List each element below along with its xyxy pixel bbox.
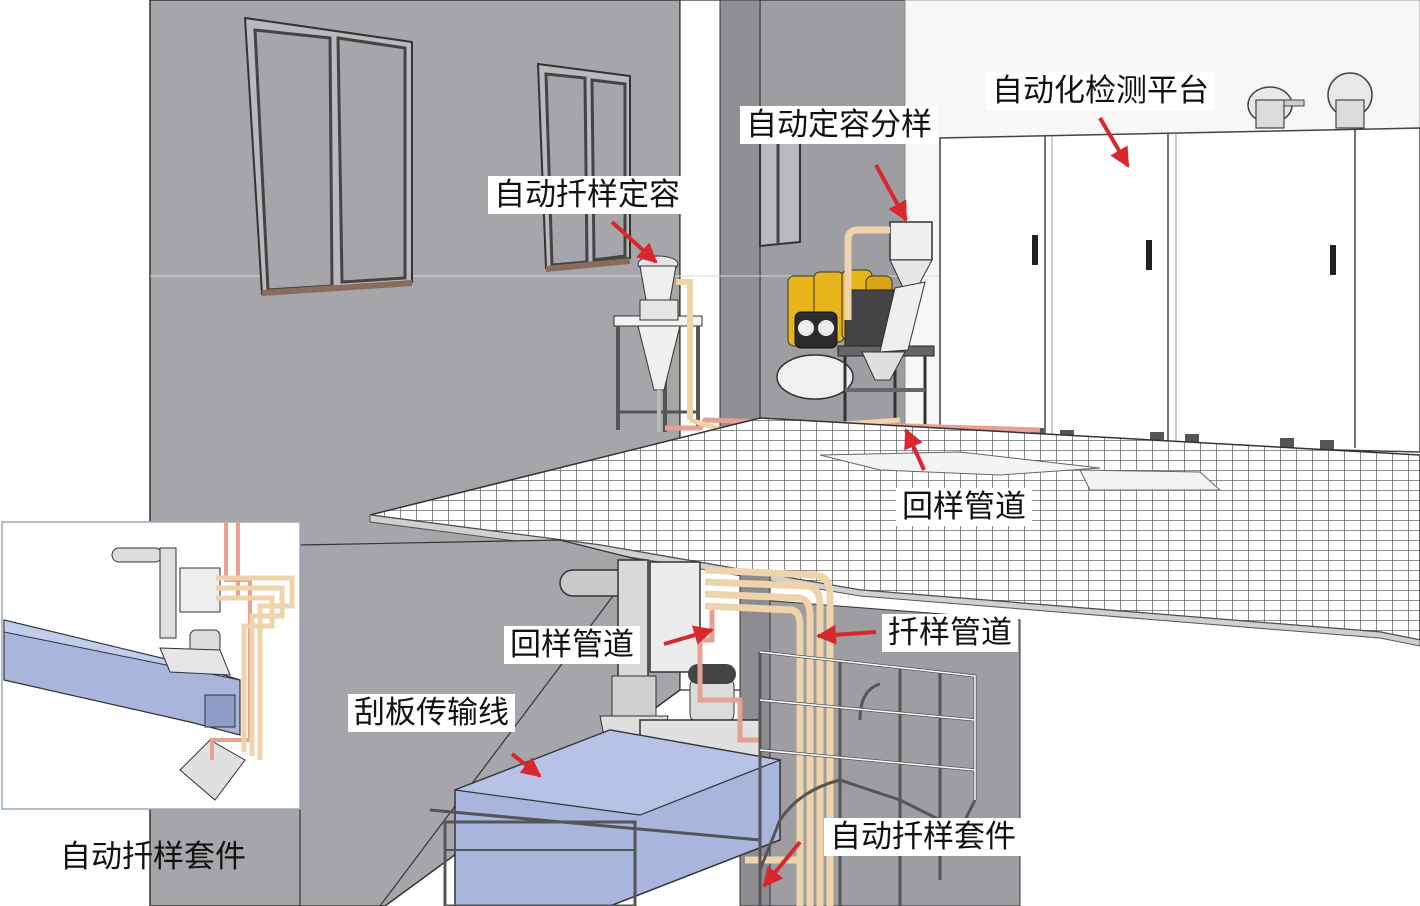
label-detection-platform: 自动化检测平台 — [986, 72, 1215, 110]
label-return-pipe-middle: 回样管道 — [504, 626, 640, 664]
label-auto-volume-divider: 自动定容分样 — [740, 106, 938, 144]
label-auto-sampler-kit-inset: 自动扦样套件 — [60, 839, 246, 875]
callout-arrows — [510, 116, 1130, 888]
label-sampling-pipe: 扦样管道 — [882, 614, 1018, 652]
detection-platform-cabinets — [939, 72, 1420, 453]
divider-machine — [776, 221, 935, 425]
label-auto-sampler-kit: 自动扦样套件 — [824, 818, 1022, 856]
sampler-volume-stand — [613, 255, 703, 432]
railing-white — [759, 651, 976, 800]
window-left — [243, 16, 413, 296]
vertical-sampling-pipes — [697, 566, 834, 906]
floor-grate — [369, 417, 1420, 647]
label-auto-sampler-volume: 自动扦样定容 — [488, 176, 686, 214]
inset-panel — [1, 521, 301, 810]
label-scraper-conveyor: 刮板传输线 — [348, 694, 515, 732]
window-middle — [536, 62, 631, 272]
label-return-pipe-top: 回样管道 — [896, 488, 1032, 526]
